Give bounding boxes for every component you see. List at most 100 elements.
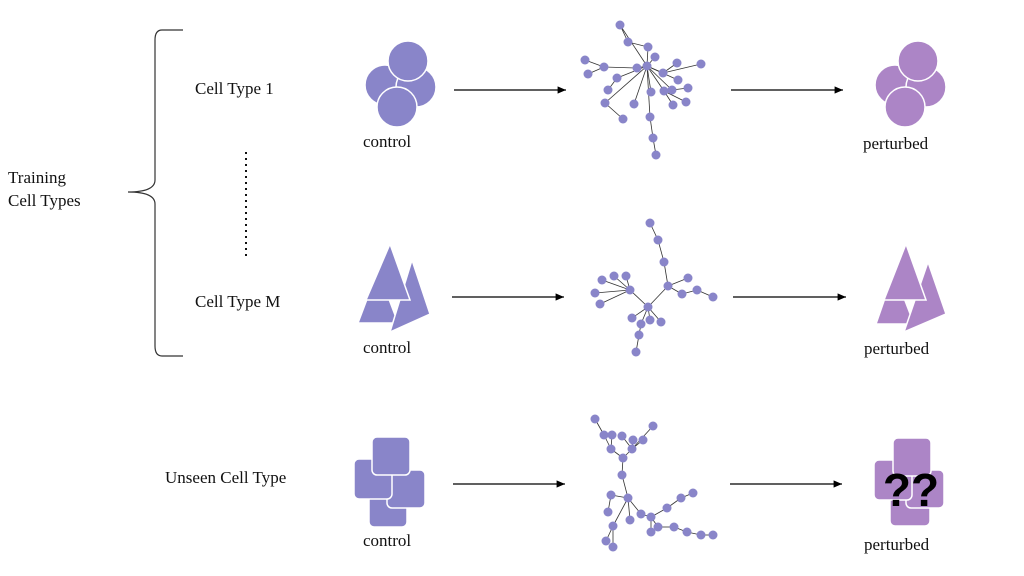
network-node: [621, 271, 631, 281]
network-edge: [662, 63, 702, 74]
network-edge: [646, 65, 673, 91]
network-node: [608, 521, 618, 531]
row3-control-label: control: [363, 531, 412, 550]
network-node: [683, 273, 693, 283]
network-node: [618, 453, 628, 463]
network-node: [688, 488, 698, 498]
network-node: [599, 62, 609, 72]
row2-perturbed-cells-icon: [874, 241, 947, 334]
network-node: [636, 509, 646, 519]
network-edge: [647, 285, 669, 308]
row2-gene-network-icon: [590, 218, 718, 357]
network-node: [673, 75, 683, 85]
row2-control-cells-icon: [356, 241, 431, 334]
network-node: [676, 493, 686, 503]
row3-control-cells-icon: [353, 436, 426, 528]
network-node: [645, 112, 655, 122]
network-node: [692, 285, 702, 295]
network-node: [648, 421, 658, 431]
network-node: [653, 522, 663, 532]
network-node: [608, 542, 618, 552]
arrows: [452, 86, 846, 488]
network-node: [638, 435, 648, 445]
network-node: [590, 288, 600, 298]
network-node: [628, 435, 638, 445]
network-node: [603, 85, 613, 95]
network-node: [646, 512, 656, 522]
network-node: [708, 530, 718, 540]
network-node: [683, 83, 693, 93]
network-node: [606, 490, 616, 500]
cell-type-m-label: Cell Type M: [195, 292, 281, 311]
network-node: [599, 430, 609, 440]
network-node: [617, 431, 627, 441]
network-node: [607, 430, 617, 440]
network-node: [648, 133, 658, 143]
network-node: [590, 414, 600, 424]
network-node: [663, 281, 673, 291]
network-node: [681, 97, 691, 107]
network-node: [645, 315, 655, 325]
training-brace: [127, 29, 183, 357]
row1-control-cells-icon: [364, 40, 437, 128]
network-node: [623, 493, 633, 503]
network-node: [603, 507, 613, 517]
network-node: [636, 319, 646, 329]
network-node: [631, 347, 641, 357]
training-label-line1: Training: [8, 168, 66, 187]
network-edge: [594, 289, 631, 294]
network-node: [625, 515, 635, 525]
network-node: [646, 527, 656, 537]
network-node: [642, 61, 652, 71]
row1-perturbed-cells-icon: [874, 40, 947, 128]
network-edge: [646, 65, 665, 92]
network-edge: [616, 65, 648, 79]
row1-perturbed-label: perturbed: [863, 134, 929, 153]
network-edge: [619, 24, 648, 67]
network-node: [609, 271, 619, 281]
network-node: [708, 292, 718, 302]
network-node: [659, 86, 669, 96]
network-node: [669, 522, 679, 532]
network-node: [643, 302, 653, 312]
unseen-cell-type-label: Unseen Cell Type: [165, 468, 287, 487]
row3-perturbed-cells-icon: [873, 437, 945, 527]
network-node: [600, 98, 610, 108]
network-edge: [633, 65, 648, 105]
network-node: [658, 68, 668, 78]
network-node: [662, 503, 672, 513]
network-node: [672, 58, 682, 68]
network-node: [645, 218, 655, 228]
network-edge: [603, 66, 638, 69]
network-edge: [604, 65, 648, 104]
network-node: [653, 235, 663, 245]
row1-control-label: control: [363, 132, 412, 151]
network-node: [606, 444, 616, 454]
network-node: [696, 59, 706, 69]
network-node: [580, 55, 590, 65]
network-node: [612, 73, 622, 83]
network-node: [595, 299, 605, 309]
network-node: [629, 99, 639, 109]
network-node: [623, 37, 633, 47]
network-node: [650, 52, 660, 62]
row2-control-label: control: [363, 338, 412, 357]
network-node: [601, 536, 611, 546]
network-node: [618, 114, 628, 124]
network-node: [597, 275, 607, 285]
network-node: [656, 317, 666, 327]
network-node: [696, 530, 706, 540]
network-node: [617, 470, 627, 480]
row3-gene-network-icon: [590, 414, 718, 552]
network-node: [583, 69, 593, 79]
row2-perturbed-label: perturbed: [864, 339, 930, 358]
network-node: [643, 42, 653, 52]
network-node: [651, 150, 661, 160]
cell-type-1-label: Cell Type 1: [195, 79, 274, 98]
network-node: [668, 100, 678, 110]
training-label-line2: Cell Types: [8, 191, 81, 210]
row3-perturbed-label: perturbed: [864, 535, 930, 554]
network-node: [646, 87, 656, 97]
network-edge: [612, 497, 629, 527]
